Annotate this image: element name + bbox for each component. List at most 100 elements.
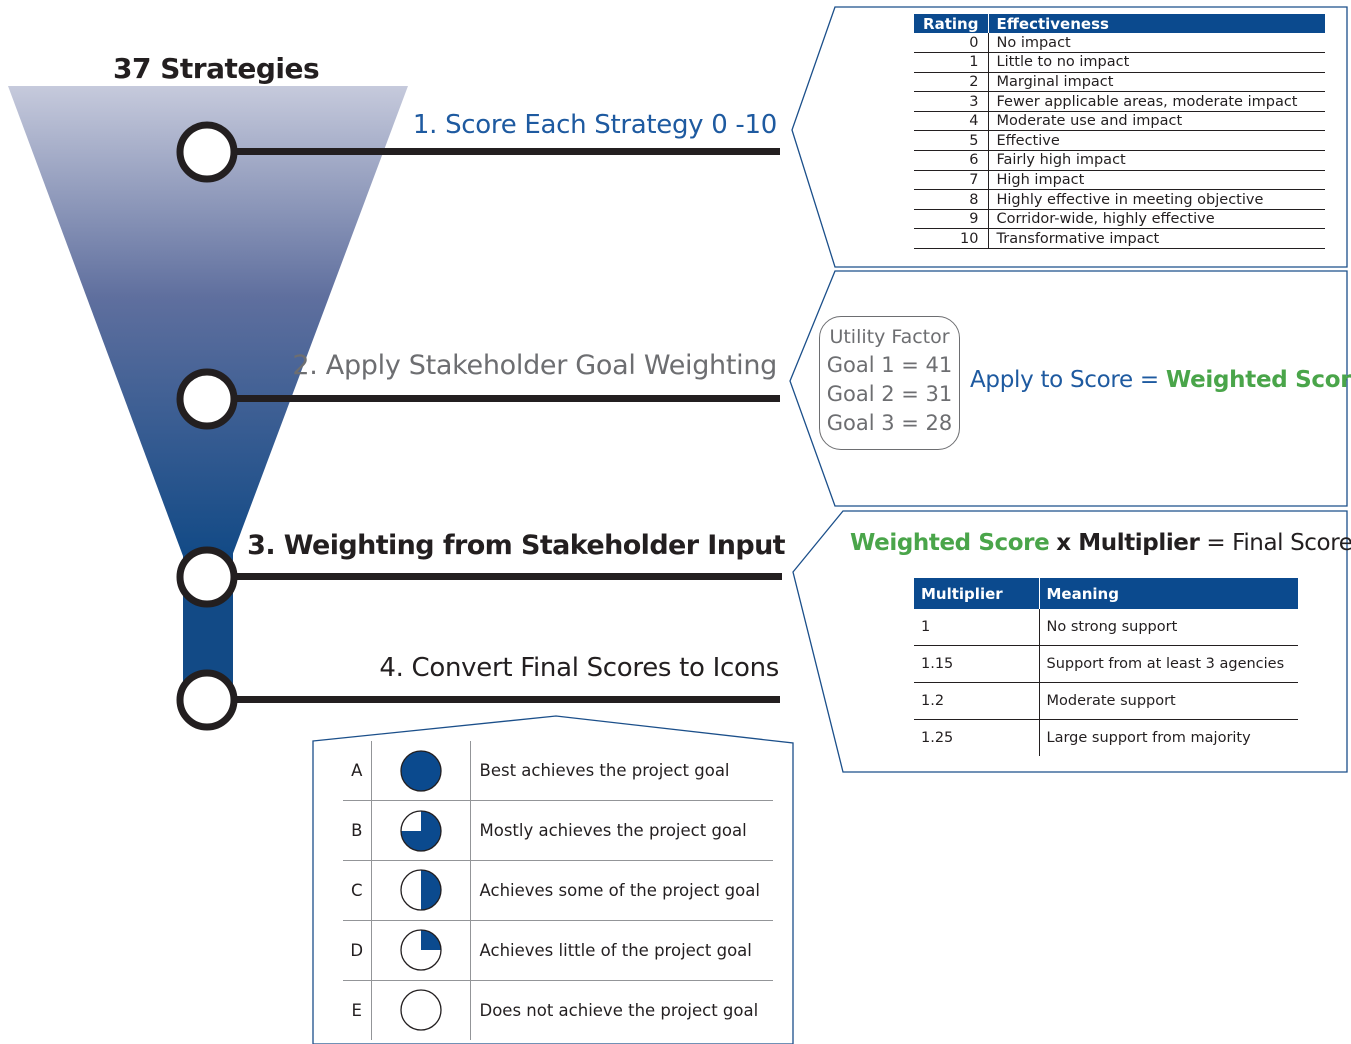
icon-fill-wedge: [420, 930, 441, 951]
grade-cell: A: [343, 741, 372, 802]
step-node-3: [176, 546, 238, 608]
table-row: D Achieves little of the project goal: [343, 920, 773, 981]
step-2-label: 2. Apply Stakeholder Goal Weighting: [292, 350, 777, 381]
multiplier-table-header: Multiplier Meaning: [914, 578, 1298, 609]
quarter-circle-icon: [399, 929, 442, 971]
effectiveness-cell: Fairly high impact: [988, 150, 1325, 171]
effectiveness-cell: Effective: [988, 130, 1325, 152]
icons-legend-table: A Best achieves the project goal B Mostl…: [343, 741, 773, 1040]
rating-cell: 9: [914, 209, 989, 230]
apply-to-score-text: Apply to Score =: [970, 367, 1159, 393]
effectiveness-column-header: Effectiveness: [988, 14, 1325, 33]
weighted-score-text: Weighted Score: [1165, 367, 1351, 393]
three-quarter-circle-icon: [399, 810, 442, 852]
multiplier-cell: 1: [914, 609, 1040, 647]
meaning-cell: Large support from majority: [1046, 729, 1251, 746]
utility-factor-title: Utility Factor: [829, 326, 950, 348]
weighted-score-term: Weighted Score: [850, 530, 1050, 556]
step-node-4: [176, 669, 238, 731]
callout-utility: [789, 270, 1348, 507]
grade-cell: E: [343, 980, 372, 1040]
rating-column-header: Rating: [914, 14, 989, 33]
effectiveness-cell: Marginal impact: [988, 72, 1325, 93]
table-row: 1.25 Large support from majority: [914, 719, 1298, 756]
rating-cell: 4: [914, 111, 989, 132]
diagram-title: 37 Strategies: [113, 52, 320, 85]
funnel: [8, 86, 408, 556]
goal-2-weight: Goal 2 = 31: [826, 382, 953, 406]
full-circle-icon: [399, 749, 442, 792]
table-row: A Best achieves the project goal: [343, 741, 773, 802]
table-row: C Achieves some of the project goal: [343, 860, 773, 921]
icon-fill-wedge: [420, 870, 441, 911]
icon-fill-wedge: [400, 810, 441, 851]
multiplier-cell: 1.2: [914, 682, 1040, 720]
effectiveness-cell: High impact: [988, 170, 1325, 191]
effectiveness-cell: Highly effective in meeting objective: [988, 189, 1325, 210]
connector-line-3: [207, 573, 782, 580]
rating-cell: 7: [914, 170, 989, 191]
table-row: E Does not achieve the project goal: [343, 980, 773, 1040]
step-3-label: 3. Weighting from Stakeholder Input: [247, 530, 785, 561]
multiplier-cell: 1.15: [914, 645, 1040, 683]
description-cell: Achieves some of the project goal: [470, 860, 773, 921]
multiplier-column-header: Multiplier: [914, 578, 1040, 609]
final-score-formula: Weighted Score x Multiplier = Final Scor…: [850, 530, 1351, 556]
meaning-cell: Moderate support: [1039, 682, 1298, 720]
empty-circle-icon: [399, 989, 442, 1031]
goal-1-weight: Goal 1 = 41: [826, 353, 953, 377]
step-node-2: [176, 368, 238, 430]
multiplier-term: x Multiplier: [1056, 530, 1200, 556]
rating-cell: 2: [914, 72, 989, 93]
rating-cell: 8: [914, 189, 989, 210]
final-score-term: = Final Score: [1206, 530, 1351, 556]
grade-cell: C: [343, 860, 372, 921]
rating-table-header: Rating Effectiveness: [914, 14, 1325, 33]
description-cell: Best achieves the project goal: [470, 741, 773, 802]
rating-cell: 0: [914, 33, 989, 54]
step-4-label: 4. Convert Final Scores to Icons: [379, 653, 779, 683]
meaning-cell: No strong support: [1039, 609, 1298, 647]
connector-line-4: [207, 696, 780, 703]
description-cell: Achieves little of the project goal: [470, 920, 773, 981]
utility-factor-box: Utility Factor Goal 1 = 41 Goal 2 = 31 G…: [819, 316, 960, 450]
connector-line-1: [207, 148, 780, 155]
meaning-cell: Support from at least 3 agencies: [1039, 645, 1298, 683]
callout-rating: [791, 6, 1348, 268]
multiplier-cell: 1.25: [914, 719, 1040, 756]
meaning-column-header: Meaning: [1039, 578, 1298, 609]
rating-cell: 1: [914, 52, 989, 73]
callout-multiplier: [792, 510, 1348, 773]
effectiveness-cell: Transformative impact: [988, 228, 1325, 250]
rating-cell: 3: [914, 91, 989, 112]
effectiveness-cell: Fewer applicable areas, moderate impact: [988, 91, 1325, 112]
connector-line-2: [207, 395, 780, 402]
grade-cell: B: [343, 800, 372, 862]
effectiveness-cell: Corridor-wide, highly effective: [988, 209, 1325, 230]
effectiveness-cell: Moderate use and impact: [988, 111, 1325, 132]
callout-icons: [312, 715, 794, 1044]
grade-cell: D: [343, 920, 372, 981]
description-cell: Does not achieve the project goal: [479, 1000, 759, 1020]
goal-3-weight: Goal 3 = 28: [826, 411, 953, 435]
description-cell: Mostly achieves the project goal: [470, 800, 773, 862]
effectiveness-cell: Little to no impact: [988, 52, 1325, 73]
rating-cell: 5: [914, 130, 989, 152]
table-row: B Mostly achieves the project goal: [343, 800, 773, 862]
